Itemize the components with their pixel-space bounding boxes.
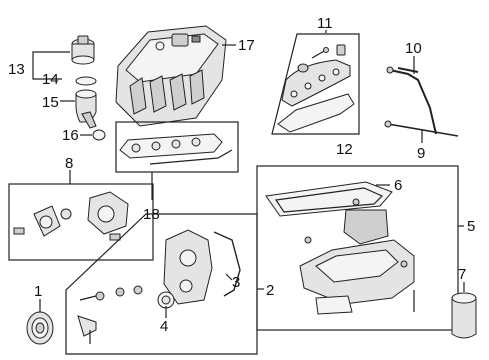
callout-12[interactable]: 12 xyxy=(336,141,353,158)
callout-17[interactable]: 17 xyxy=(238,37,255,54)
oil-pump-box xyxy=(8,183,154,261)
callout-10[interactable]: 10 xyxy=(405,40,422,57)
callout-18[interactable]: 18 xyxy=(143,206,160,223)
gasket-box xyxy=(115,121,239,173)
intake-gasket-part[interactable] xyxy=(119,133,233,165)
front-seal-part[interactable] xyxy=(157,291,175,309)
intake-manifold-part[interactable] xyxy=(115,25,227,127)
callout-15[interactable]: 15 xyxy=(42,94,59,111)
oil-pump-part[interactable] xyxy=(13,191,129,241)
callout-11[interactable]: 11 xyxy=(317,15,333,32)
oil-pan-box xyxy=(256,165,459,331)
valve-cover-bolts-part[interactable] xyxy=(297,44,346,73)
timing-cover-box xyxy=(65,213,258,355)
timing-cover-gasket-part[interactable] xyxy=(213,231,241,297)
callout-8[interactable]: 8 xyxy=(65,155,73,172)
valve-cover-part[interactable] xyxy=(281,59,351,107)
callout-9[interactable]: 9 xyxy=(417,145,425,162)
callout-4[interactable]: 4 xyxy=(160,318,168,335)
oil-filler-cap-part[interactable] xyxy=(71,35,95,65)
oil-pan-part[interactable] xyxy=(299,198,415,315)
dipstick-part[interactable] xyxy=(384,120,459,137)
callout-7[interactable]: 7 xyxy=(458,266,466,283)
timing-cover-part[interactable] xyxy=(163,229,213,305)
callout-1[interactable]: 1 xyxy=(34,283,42,300)
callout-14[interactable]: 14 xyxy=(42,71,59,88)
callout-16[interactable]: 16 xyxy=(62,127,79,144)
valve-cover-gasket-part[interactable] xyxy=(277,93,355,133)
callout-2[interactable]: 2 xyxy=(266,282,274,299)
timing-hardware-part[interactable] xyxy=(77,285,143,344)
filler-neck-part[interactable] xyxy=(75,89,97,129)
valve-cover-box xyxy=(271,33,360,135)
dipstick-tube-part[interactable] xyxy=(386,66,437,135)
oil-filter-part[interactable] xyxy=(451,292,477,339)
o-ring-part[interactable] xyxy=(75,76,97,86)
callout-5[interactable]: 5 xyxy=(467,218,475,235)
seal-part[interactable] xyxy=(92,129,106,141)
oil-pan-gasket-part[interactable] xyxy=(265,181,393,217)
callout-3[interactable]: 3 xyxy=(232,274,240,291)
callout-13[interactable]: 13 xyxy=(8,61,25,78)
harmonic-balancer-part[interactable] xyxy=(26,311,54,345)
callout-6[interactable]: 6 xyxy=(394,177,402,194)
